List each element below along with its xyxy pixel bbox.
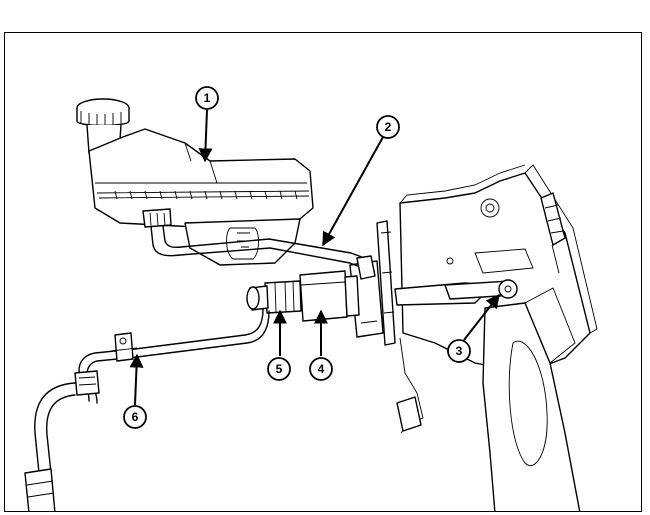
callout-5: 5 <box>267 357 291 381</box>
callout-2: 2 <box>376 115 400 139</box>
callout-label-2: 2 <box>385 120 392 134</box>
callout-6: 6 <box>123 405 147 429</box>
callout-label-3: 3 <box>456 344 463 358</box>
callout-label-6: 6 <box>132 410 139 424</box>
callout-3: 3 <box>447 339 471 363</box>
callout-label-1: 1 <box>204 91 211 105</box>
diagram-frame: 1 2 3 4 5 6 <box>4 32 642 512</box>
clutch-hydraulic-diagram: 1 2 3 4 5 6 <box>24 86 598 511</box>
callout-label-4: 4 <box>318 362 325 376</box>
clutch-pedal <box>482 287 581 511</box>
callout-4: 4 <box>309 357 333 381</box>
fluid-reservoir <box>76 98 314 266</box>
pedal-bracket <box>399 164 598 374</box>
hydraulic-line <box>24 308 270 511</box>
actuator-fitting <box>246 270 360 322</box>
callout-1: 1 <box>195 86 219 110</box>
supply-hose <box>150 225 376 280</box>
callout-label-5: 5 <box>276 362 283 376</box>
callout-leaders <box>129 109 500 406</box>
